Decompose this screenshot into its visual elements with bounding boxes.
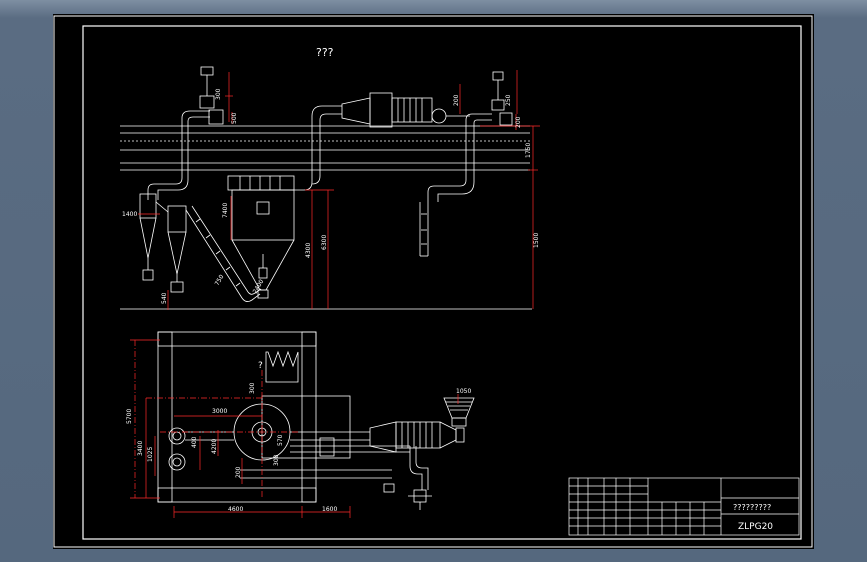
svg-text:500: 500 [231,112,238,124]
svg-text:750: 750 [214,273,226,287]
title-block-code: ZLPG20 [738,522,773,532]
svg-text:300: 300 [249,382,256,394]
svg-text:2400: 2400 [252,278,266,295]
vessel-mark: ? [258,361,263,371]
svg-text:1400: 1400 [122,211,137,218]
drawing-sheet [53,14,814,549]
vessel-symbol [265,350,299,383]
svg-text:4200: 4200 [211,439,218,454]
plan-dimensions [130,339,459,518]
title-block-name: ????????? [733,503,771,512]
elevation-dimensions [138,70,540,310]
right-duct [419,71,513,257]
svg-text:1750: 1750 [525,143,532,158]
air-inlet-left [147,66,224,200]
svg-text:200: 200 [453,94,460,106]
svg-text:200: 200 [235,466,242,478]
svg-text:300: 300 [215,88,222,100]
svg-text:1600: 1600 [322,506,337,513]
svg-text:3000: 3000 [212,408,227,415]
svg-text:5700: 5700 [126,409,133,424]
svg-text:6300: 6300 [321,235,328,250]
svg-text:300: 300 [273,454,280,466]
drawing-title: ??? [316,46,334,59]
plan-view [157,331,475,510]
svg-text:250: 250 [505,94,512,106]
central-riser [294,105,342,191]
svg-text:7400: 7400 [222,203,229,218]
svg-text:1050: 1050 [456,388,471,395]
elevation-view [120,66,532,310]
svg-text:3400: 3400 [137,441,144,456]
exhaust-fan-assembly [341,92,470,128]
svg-text:4300: 4300 [305,243,312,258]
inclined-duct [185,205,262,302]
inner-frame [82,25,802,540]
svg-text:570: 570 [277,434,284,446]
svg-text:400: 400 [191,436,198,448]
title-block [568,477,800,536]
svg-text:540: 540 [161,292,168,304]
svg-text:200: 200 [515,116,522,128]
svg-text:1025: 1025 [147,447,154,462]
drying-chamber [227,175,295,299]
room-walls [157,331,317,503]
plan-dimension-labels: 5700 3400 1025 4600 1600 3000 400 4200 2… [126,382,471,513]
cyclone-pair [139,193,187,293]
floor-slab [120,125,530,171]
svg-text:1500: 1500 [533,233,540,248]
svg-text:4600: 4600 [228,506,243,513]
outer-frame [53,15,813,548]
elevation-dimension-labels: 300 500 1500 1750 4300 6300 7400 1400 54… [122,88,540,304]
